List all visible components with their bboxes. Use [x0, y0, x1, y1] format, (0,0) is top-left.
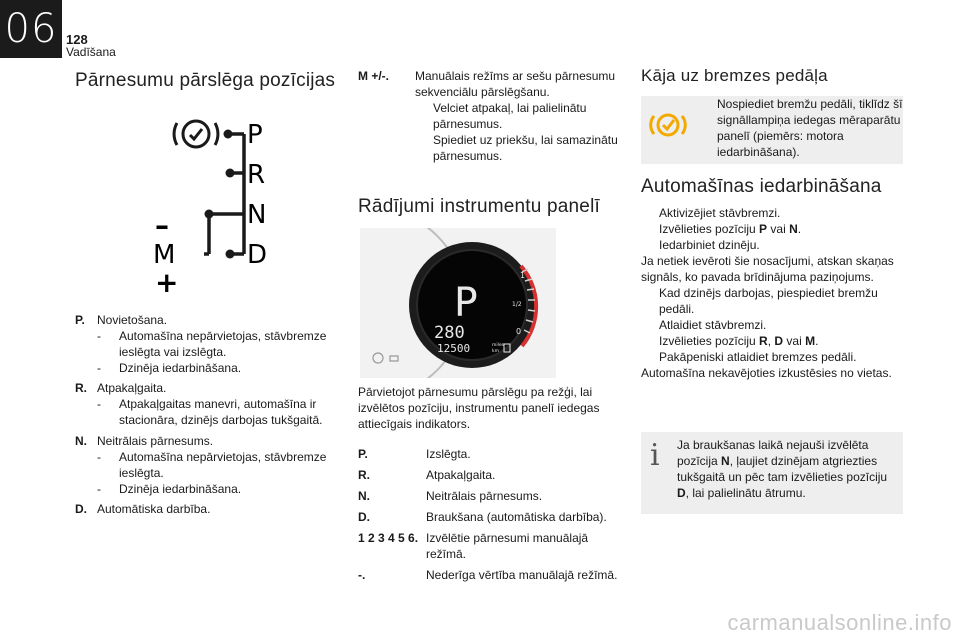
info-box: i Ja braukšanas laikā nejauši izvēlēta p… [641, 432, 903, 514]
col2-intro: Pārvietojot pārnesumu pārslēgu pa režģi,… [358, 385, 600, 431]
def-desc: Novietošana. [97, 313, 168, 327]
gear-label-p: P [247, 120, 263, 150]
info-icon: i [650, 438, 660, 473]
cluster-gear-indicator: P [454, 280, 478, 326]
cluster-tick-half: 1/2 [512, 301, 522, 308]
cluster-arc-ticks [521, 268, 536, 334]
bullet-item: Velciet atpakaļ, lai palielinātu pārnesu… [433, 101, 587, 131]
cluster-red-arc [519, 264, 539, 348]
cluster-unit-km: km [492, 348, 499, 354]
cluster-tick-0: 0 [516, 327, 521, 336]
cluster-warning-lamp-icons [372, 352, 399, 364]
def-sub: -Dzinēja iedarbināšana. [97, 482, 242, 496]
start-title: Automašīnas iedarbināšana [641, 176, 882, 197]
watermark: carmanualsonline.info [727, 610, 952, 635]
def-term: P. [75, 313, 85, 327]
def-term: N. [75, 434, 87, 448]
gear-label-n: N [247, 200, 266, 230]
def-d: D. Automātiska darbība. [75, 501, 340, 517]
paragraph: Ja netiek ievēroti šie nosacījumi, atska… [641, 254, 894, 284]
section-name: Vadīšana [66, 45, 116, 59]
def-sub: -Automašīna nepārvietojas, stāvbremze ie… [97, 329, 327, 359]
brake-notice-text: Nospiediet bremžu pedāli, tiklīdz šī sig… [717, 97, 903, 159]
col1-definitions: P. Novietošana. -Automašīna nepārvietoja… [75, 312, 340, 517]
bullet-item: Izvēlieties pozīciju P vai N. [659, 222, 802, 236]
cluster-speed: 280 [434, 323, 465, 343]
brake-notice-box: Nospiediet bremžu pedāli, tiklīdz šī sig… [641, 96, 903, 164]
bullet-item: Pakāpeniski atlaidiet bremzes pedāli. [659, 350, 857, 364]
selector-gate-dots [204, 129, 235, 259]
def-term: M +/-. [358, 69, 390, 83]
col2-title: Rādījumi instrumentu panelī [358, 196, 600, 217]
def-desc: Neitrālais pārnesums. [97, 434, 214, 448]
gear-label-plus: + [155, 266, 178, 295]
selector-gate-lines [204, 132, 246, 256]
bullet-item: Izvēlieties pozīciju R, D vai M. [659, 334, 819, 348]
def-term: D. [75, 502, 87, 516]
cluster-odometer: 12500 [437, 342, 470, 355]
def-desc: Atpakaļgaita. [97, 381, 167, 395]
def-desc: Manuālais režīms ar sešu pārnesumu sekve… [415, 69, 616, 99]
def-r: R. Atpakaļgaita. -Atpakaļgaitas manevri,… [75, 380, 340, 428]
bullet-item: Atlaidiet stāvbremzi. [659, 318, 767, 332]
def-n: N. Neitrālais pārnesums. -Automašīna nep… [75, 433, 340, 497]
gear-label-minus: – [155, 209, 169, 242]
start-instructions: Aktivizējiet stāvbremzi. Izvēlieties poz… [641, 205, 906, 381]
gear-label-r: R [247, 160, 265, 190]
col1-title: Pārnesumu pārslēga pozīcijas [75, 70, 336, 91]
bullet-item: Aktivizējiet stāvbremzi. [659, 206, 781, 220]
chapter-tab: 06 [0, 0, 62, 58]
cluster-tick-1: 1 [520, 271, 525, 280]
brake-warning-lamp-icon [649, 113, 687, 137]
gear-label-m: M [153, 240, 175, 270]
bullet-item: Iedarbiniet dzinēju. [659, 238, 760, 252]
def-sub: -Atpakaļgaitas manevri, automašīna ir st… [97, 397, 323, 427]
def-sub: -Dzinēja iedarbināšana. [97, 361, 242, 375]
paragraph: Automašīna nekavējoties izkustēsies no v… [641, 366, 892, 380]
cluster-unit-miles: miles [492, 342, 505, 348]
brake-pedal-icon [172, 119, 220, 149]
def-term: R. [75, 381, 87, 395]
col2-definitions: P.Izslēgta. R.Atpakaļgaita. N.Neitrālais… [358, 447, 618, 582]
instrument-cluster-image: 1 1/2 0 P 280 12500 miles km [360, 228, 556, 378]
bullet-item: Spiediet uz priekšu, lai samazinātu pārn… [433, 133, 618, 163]
bullet-item: Kad dzinējs darbojas, piespiediet bremžu… [659, 286, 878, 316]
gear-label-d: D [247, 240, 267, 270]
def-desc: Automātiska darbība. [97, 502, 211, 516]
manual-mode-def: M +/-. Manuālais režīms ar sešu pārnesum… [358, 68, 620, 164]
cluster-fuel-icon [503, 343, 511, 353]
gear-selector-diagram: P R N D – M + [153, 119, 267, 295]
brake-title: Kāja uz bremzes pedāļa [641, 66, 828, 85]
def-sub: -Automašīna nepārvietojas, stāvbremze ie… [97, 450, 327, 480]
info-text: Ja braukšanas laikā nejauši izvēlēta poz… [677, 438, 888, 500]
page-number: 128 [66, 32, 88, 47]
def-p: P. Novietošana. -Automašīna nepārvietoja… [75, 312, 340, 376]
cluster-display [416, 249, 528, 361]
